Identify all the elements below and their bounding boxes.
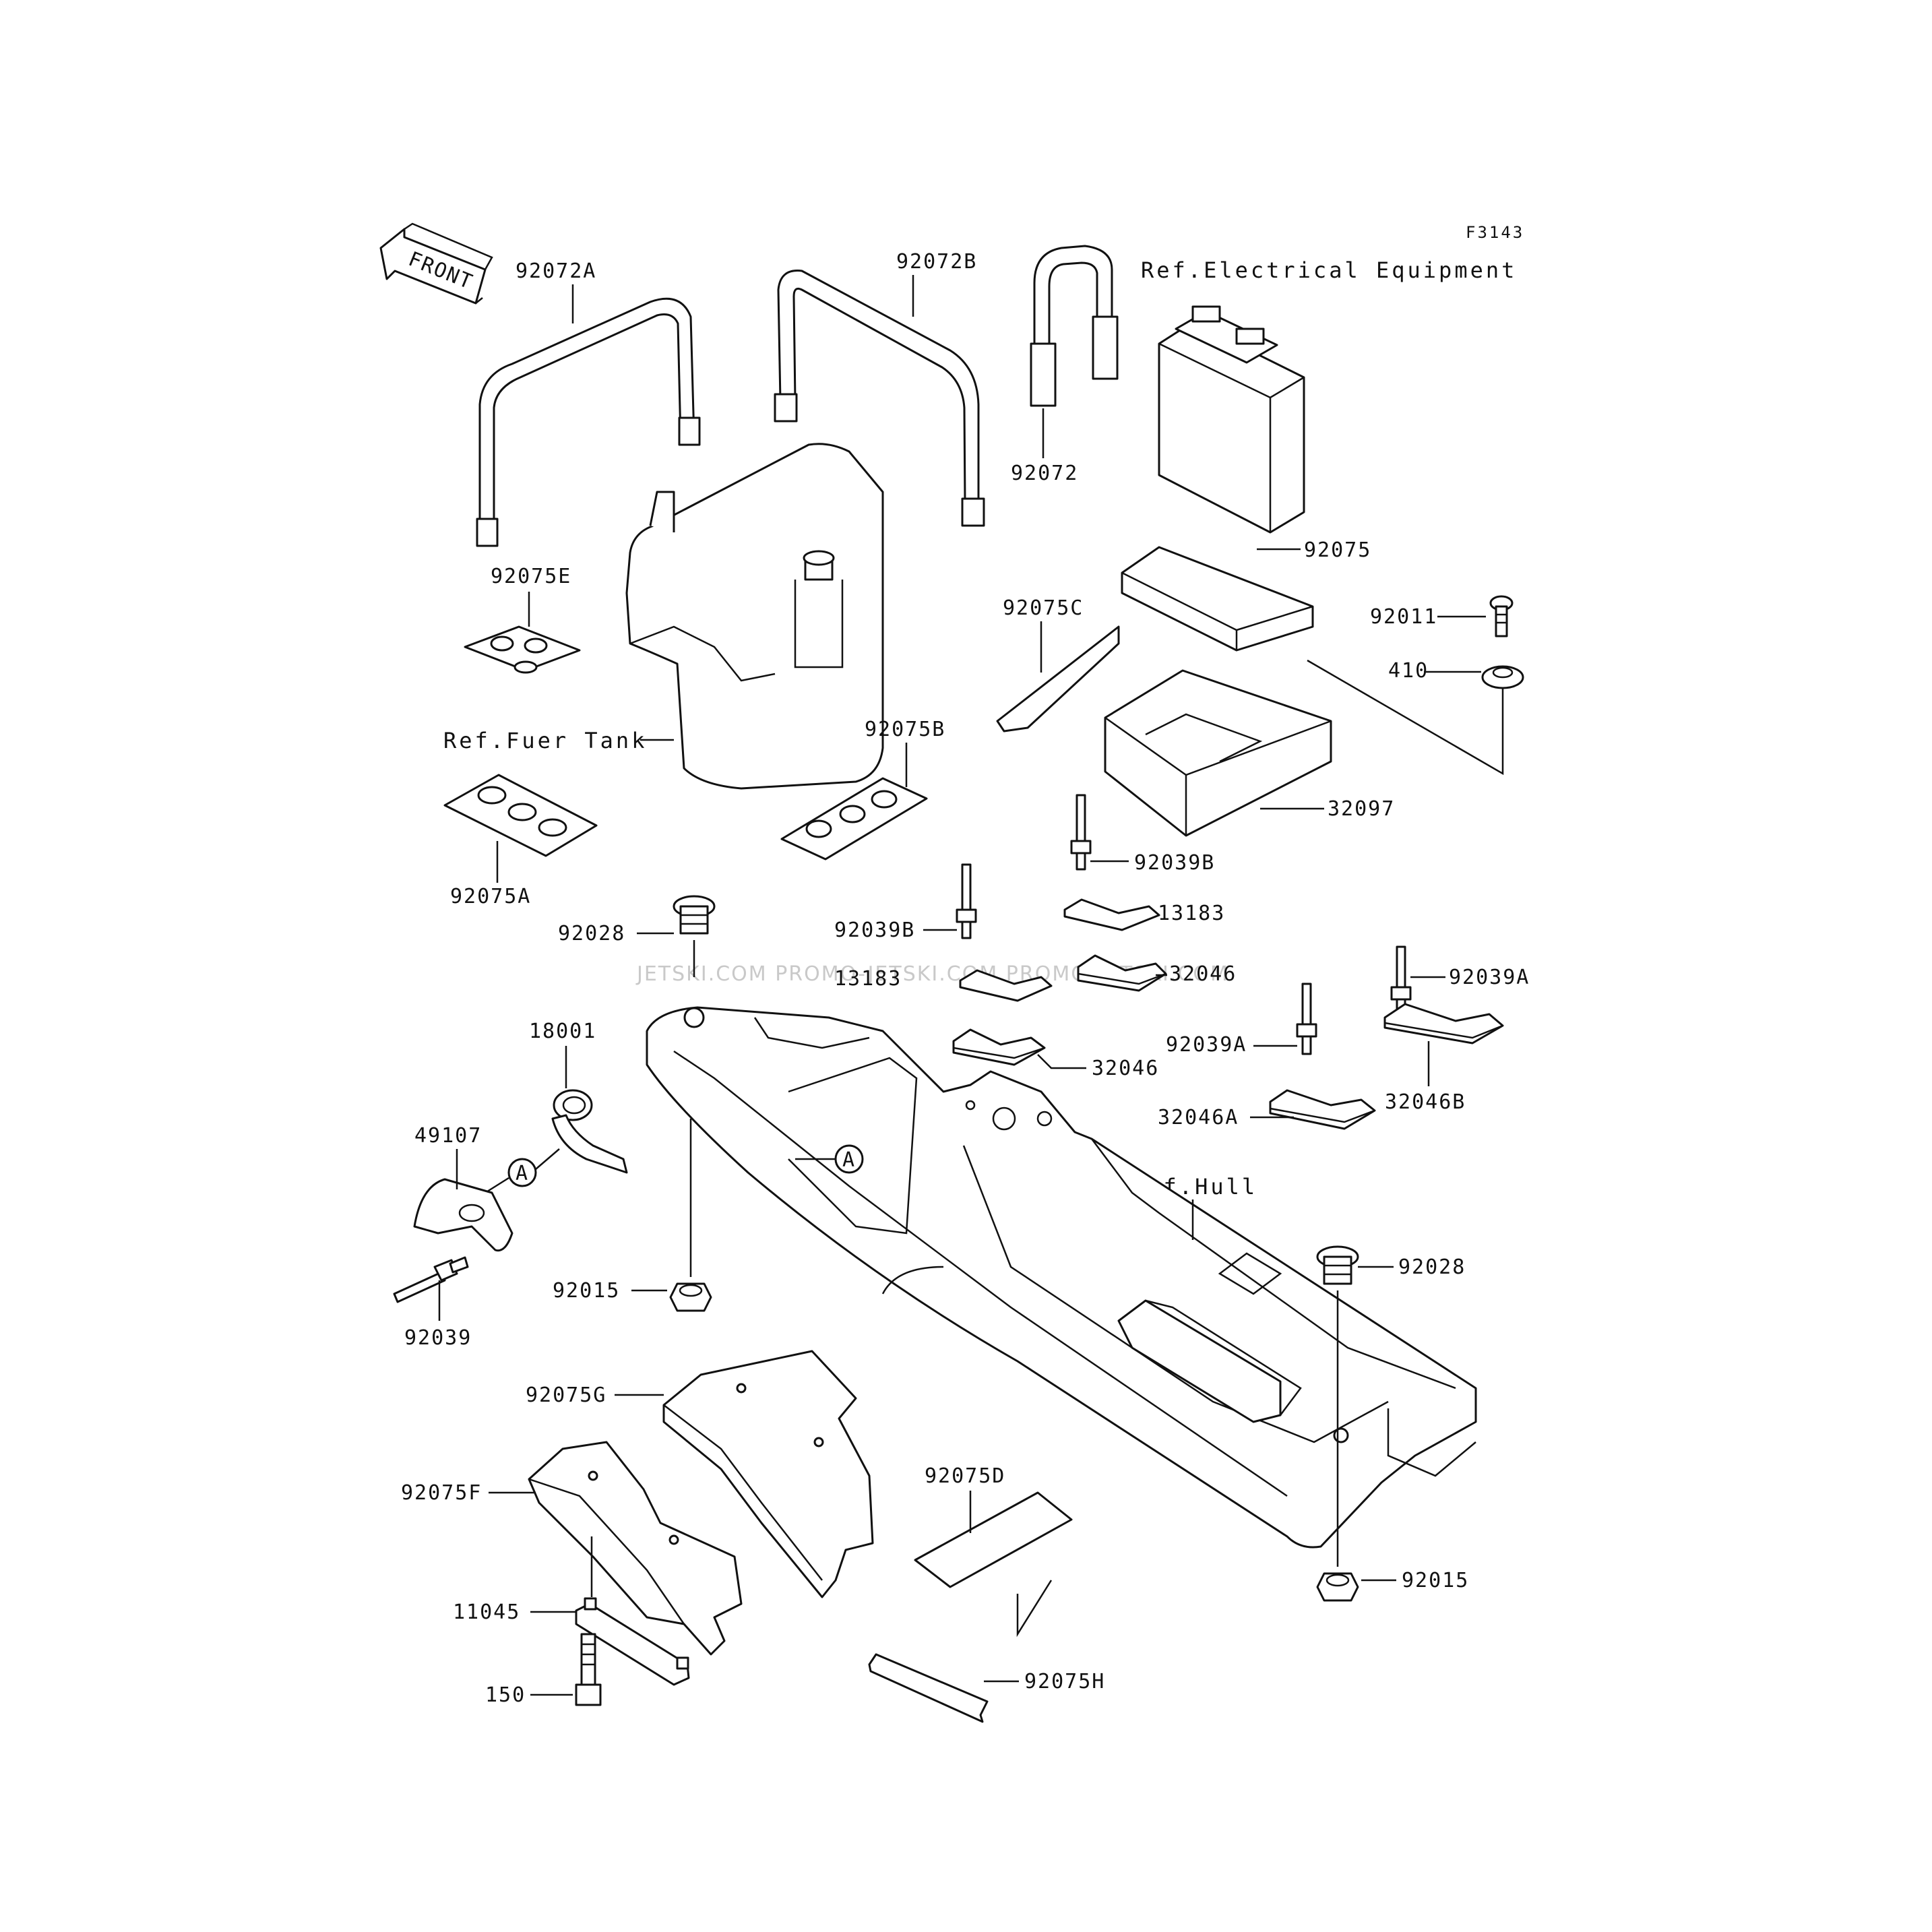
pad-92075d (914, 1491, 1073, 1588)
label-92072b: 92072B (896, 250, 977, 274)
bracket-13183-2 (959, 969, 1053, 1002)
battery (1158, 305, 1305, 534)
label-92075f: 92075F (401, 1481, 482, 1505)
plug-92028-2 (1316, 1245, 1359, 1285)
bracket-11045 (575, 1597, 690, 1686)
label-92039a-1: 92039A (1449, 966, 1530, 989)
ref-fuel-tank: Ref.Fuer Tank (443, 728, 647, 753)
label-92028-1: 92028 (558, 922, 625, 945)
label-11045: 11045 (453, 1600, 520, 1624)
pad-92075f (528, 1441, 743, 1656)
spacer-32046-1 (1077, 954, 1167, 992)
bracket-13183-1 (1063, 898, 1160, 931)
label-92075b: 92075B (865, 718, 945, 741)
strap-92072a (476, 297, 701, 547)
pad-92075a (443, 774, 598, 857)
label-92075e: 92075E (491, 565, 571, 588)
callout-a-hull-label: A (842, 1148, 856, 1172)
label-150: 150 (485, 1683, 526, 1707)
part-18001 (551, 1089, 628, 1174)
label-92039a-2: 92039A (1166, 1033, 1247, 1057)
part-49107 (413, 1178, 513, 1252)
label-92075d: 92075D (925, 1464, 1005, 1488)
grommet-410 (1481, 665, 1524, 689)
label-92075: 92075 (1304, 538, 1371, 562)
label-92039: 92039 (404, 1326, 472, 1350)
bolt-150 (575, 1633, 602, 1706)
battery-pad-92075 (1121, 546, 1314, 652)
label-32046a: 32046A (1158, 1106, 1239, 1129)
label-32097: 32097 (1328, 797, 1395, 821)
pad-92075b (780, 777, 928, 861)
fuel-tank (625, 443, 884, 790)
hull (646, 1006, 1477, 1549)
label-92072: 92072 (1011, 462, 1078, 485)
label-49107: 49107 (414, 1124, 482, 1148)
label-18001: 18001 (529, 1020, 596, 1043)
callout-a-left: A (507, 1158, 537, 1187)
front-arrow-icon: FRONT (379, 222, 493, 305)
strap-92072b (774, 270, 985, 527)
label-32046-2: 32046 (1092, 1057, 1159, 1080)
pin-92039b-1 (1070, 794, 1092, 871)
callout-a-hull: A (834, 1144, 864, 1174)
spacer-32046a (1269, 1089, 1376, 1130)
pin-92039a-2 (1296, 983, 1317, 1055)
ref-electrical-equipment: Ref.Electrical Equipment (1141, 257, 1517, 283)
label-92015-2: 92015 (1402, 1569, 1469, 1592)
figure-code: F3143 (1466, 223, 1524, 242)
spacer-32046b (1383, 1003, 1504, 1045)
pad-92075h (868, 1653, 989, 1723)
label-92075a: 92075A (450, 885, 531, 908)
screw-92011 (1489, 595, 1514, 637)
pin-92039b-2 (956, 863, 977, 939)
label-13183-2: 13183 (834, 967, 902, 991)
label-92039b-1: 92039B (1134, 851, 1215, 875)
label-32046-1: 32046 (1169, 962, 1237, 986)
label-13183-1: 13183 (1158, 902, 1225, 925)
label-32046b: 32046B (1385, 1090, 1466, 1114)
pad-92075e (464, 625, 581, 674)
plug-92028-1 (673, 895, 716, 935)
nut-92015-1 (669, 1282, 712, 1312)
battery-case-32097 (1104, 669, 1332, 837)
label-410: 410 (1388, 659, 1429, 683)
label-92015-1: 92015 (553, 1279, 620, 1303)
spacer-32046-2 (952, 1028, 1046, 1066)
pin-92039 (393, 1256, 469, 1303)
label-92028-2: 92028 (1398, 1255, 1466, 1279)
label-92011: 92011 (1370, 605, 1437, 629)
callout-a-left-label: A (516, 1162, 529, 1185)
pad-92075c (996, 625, 1120, 733)
pad-92075g (662, 1350, 874, 1598)
strap-92072 (1030, 245, 1119, 407)
label-92075c: 92075C (1003, 596, 1084, 620)
label-92039b-2: 92039B (834, 918, 915, 942)
nut-92015-2 (1316, 1572, 1359, 1602)
label-92072a: 92072A (516, 259, 596, 283)
label-92075h: 92075H (1024, 1670, 1105, 1693)
label-92075g: 92075G (526, 1383, 606, 1407)
